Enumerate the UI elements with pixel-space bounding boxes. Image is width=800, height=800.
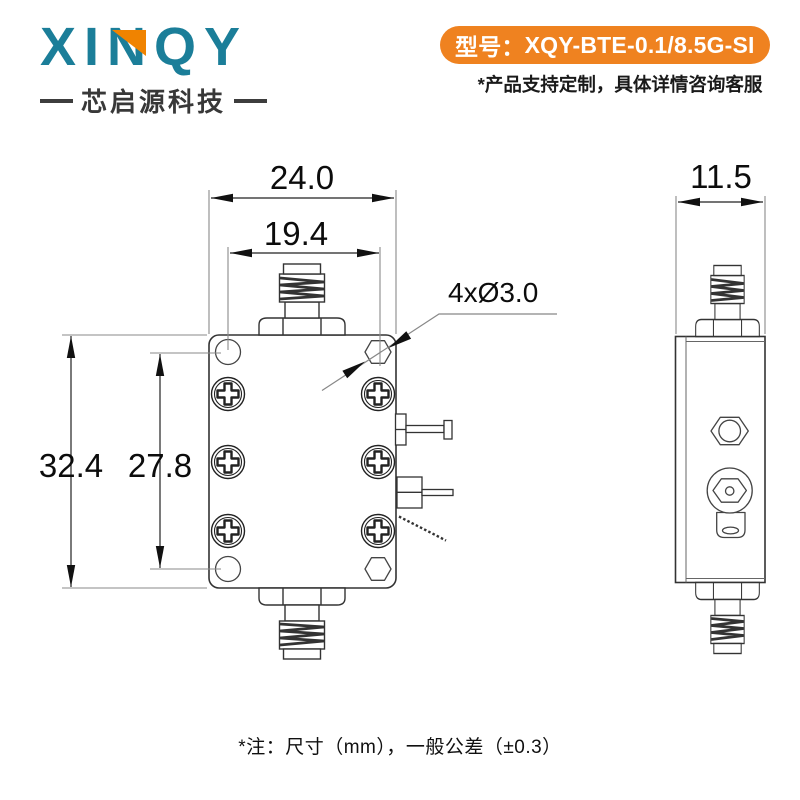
phillips-screw xyxy=(360,376,396,412)
sma-connector-front-top xyxy=(257,262,347,337)
side-hex-nut xyxy=(710,416,749,446)
dim-label-side-width: 11.5 xyxy=(690,158,752,195)
logo-right-dash xyxy=(234,98,268,103)
dim-label-inner-width: 19.4 xyxy=(264,215,328,252)
dc-feedthrough-block xyxy=(396,476,454,509)
dimension-arrowheads xyxy=(66,193,763,587)
logo-left-dash xyxy=(40,98,73,103)
logo-subtitle: 芯启源科技 xyxy=(81,87,227,117)
dimension-lines xyxy=(70,197,763,587)
side-body-outline xyxy=(674,335,766,584)
logo-subtitle-row: 芯启源科技 xyxy=(40,82,270,119)
hole-callout-label: 4xØ3.0 xyxy=(448,277,538,308)
side-jack-connector xyxy=(706,467,753,539)
phillips-screw xyxy=(210,513,246,549)
side-view xyxy=(674,264,766,655)
phillips-screw xyxy=(360,513,396,549)
model-badge: 型号： XQY-BTE-0.1/8.5G-SI xyxy=(440,26,770,64)
side-body-panel-lines xyxy=(685,336,765,583)
tolerance-note: *注：尺寸（mm），一般公差（±0.3） xyxy=(238,737,562,758)
customization-note: *产品支持定制，具体详情咨询客服 xyxy=(477,74,763,95)
brand-wordmark: XINQY xyxy=(40,20,270,74)
phillips-screw xyxy=(360,444,396,480)
dim-label-outer-width: 24.0 xyxy=(270,159,334,196)
extension-lines xyxy=(62,190,766,589)
hole-callout-leader xyxy=(321,313,557,392)
sma-connector-front-bottom xyxy=(257,586,347,661)
mounting-hole-bottom-right xyxy=(364,557,392,581)
side-pin-connector xyxy=(394,413,453,446)
coil-lead-line xyxy=(398,515,447,542)
dim-label-hole-spacing: 27.8 xyxy=(128,447,192,484)
dim-label-outer-height: 32.4 xyxy=(39,447,103,484)
phillips-screw xyxy=(210,444,246,480)
model-number: XQY-BTE-0.1/8.5G-SI xyxy=(524,31,755,58)
front-view xyxy=(208,262,454,661)
model-badge-prefix: 型号： xyxy=(455,34,525,60)
brand-logo: XINQY 芯启源科技 xyxy=(40,20,270,119)
phillips-screw xyxy=(210,376,246,412)
sma-connector-side-top xyxy=(694,264,761,338)
sma-connector-side-bottom xyxy=(694,581,761,655)
